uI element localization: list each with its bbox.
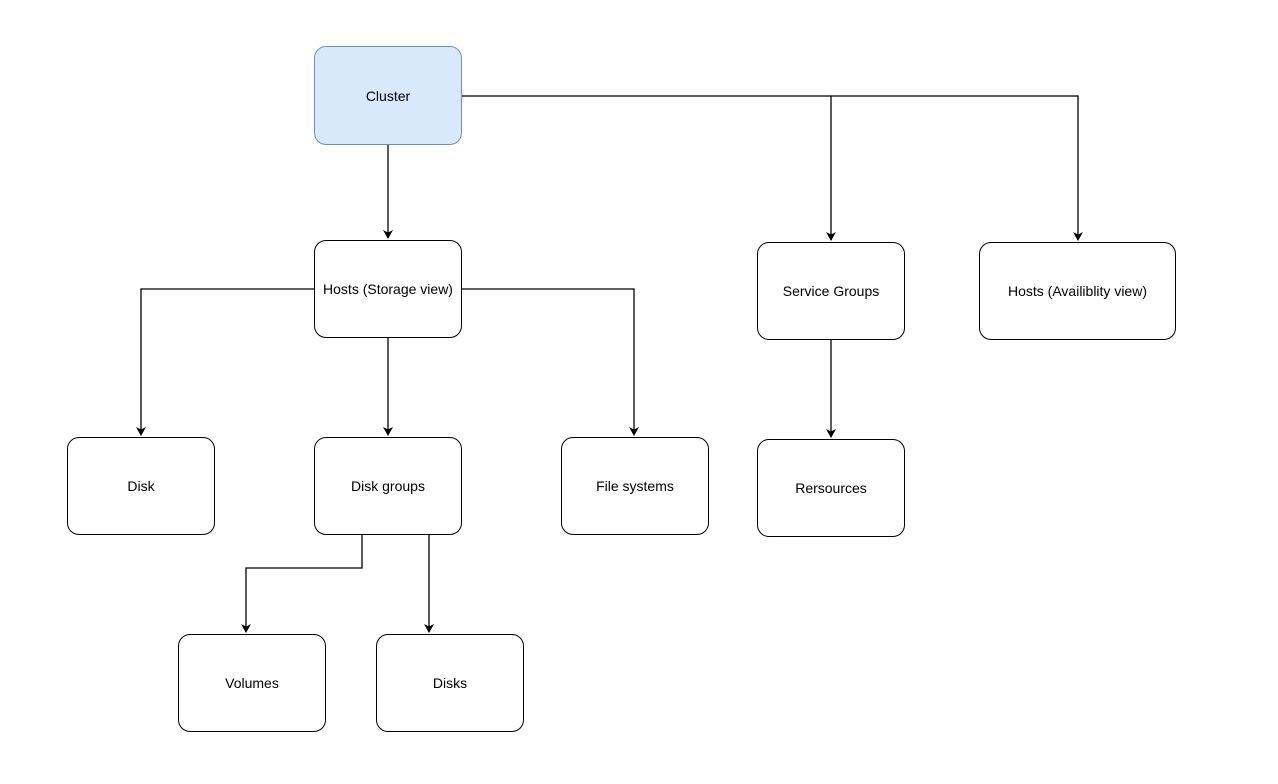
edge-hosts-storage-to-file-systems: [462, 288, 639, 436]
node-cluster[interactable]: Cluster: [314, 46, 462, 145]
node-file-systems[interactable]: File systems: [561, 437, 709, 535]
node-label: Cluster: [365, 87, 411, 104]
node-hosts-availability-view[interactable]: Hosts (Availiblity view): [979, 242, 1176, 340]
node-label: Volumes: [225, 675, 279, 691]
edge-hosts-storage-to-disk: [136, 288, 314, 436]
node-label: Service Groups: [782, 283, 880, 299]
node-label: Disk: [127, 478, 155, 494]
node-disk[interactable]: Disk: [67, 437, 215, 535]
node-disks[interactable]: Disks: [376, 634, 524, 732]
edge-cluster-to-hosts-availability: [831, 95, 1083, 241]
node-resources[interactable]: Rersources: [757, 439, 905, 537]
node-label: Disks: [432, 675, 468, 691]
node-disk-groups[interactable]: Disk groups: [314, 437, 462, 535]
node-label: Hosts (Availiblity view): [1008, 283, 1147, 299]
node-label: Hosts (Storage view): [323, 281, 453, 297]
node-label: Rersources: [795, 480, 867, 496]
edge-cluster-to-service-groups: [462, 95, 836, 241]
node-hosts-storage-view[interactable]: Hosts (Storage view): [314, 240, 462, 338]
node-volumes[interactable]: Volumes: [178, 634, 326, 732]
node-label: File systems: [596, 478, 674, 494]
node-label: Disk groups: [351, 478, 425, 494]
edge-disk-groups-to-volumes: [241, 535, 363, 633]
node-service-groups[interactable]: Service Groups: [757, 242, 905, 340]
